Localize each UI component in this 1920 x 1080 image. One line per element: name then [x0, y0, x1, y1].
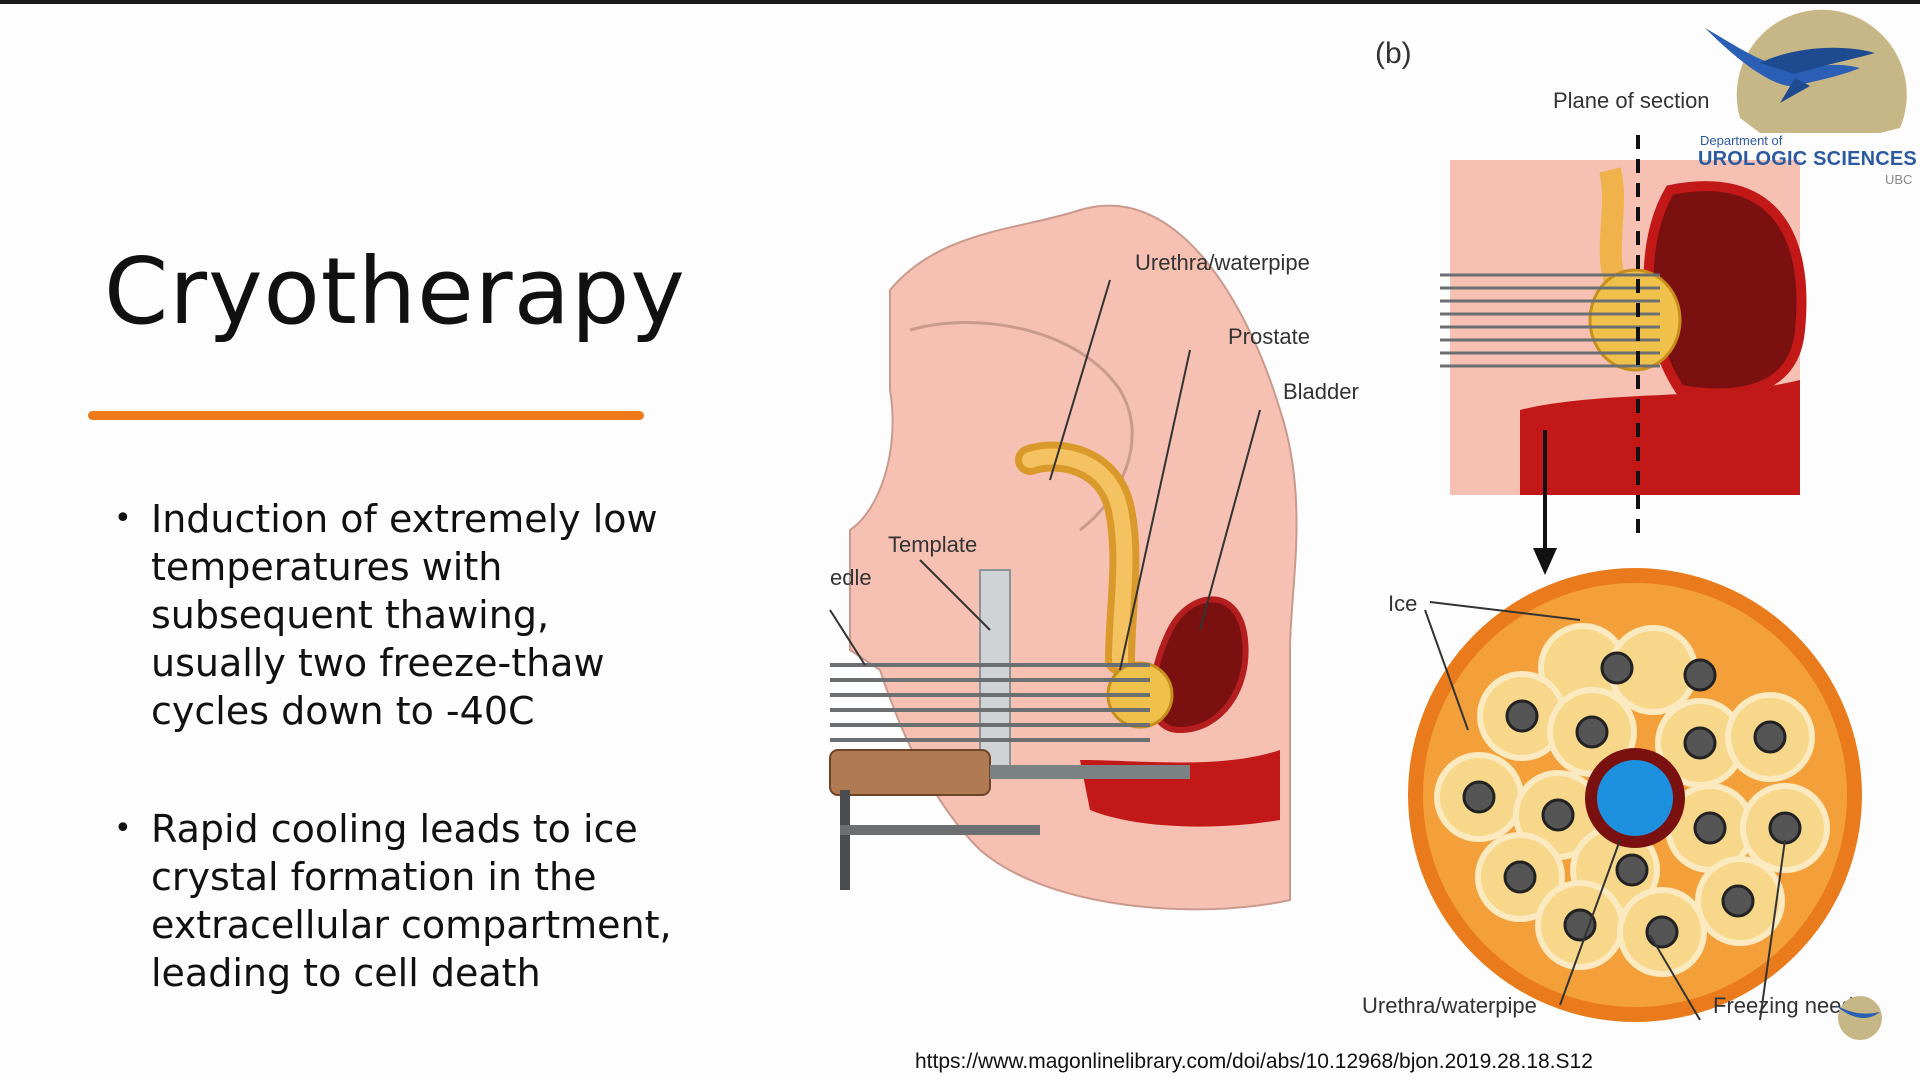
logo-department: Department of: [1700, 133, 1783, 148]
panel-label: (b): [1375, 37, 1412, 70]
logo-name: UROLOGIC SCIENCES: [1698, 148, 1917, 170]
label-urethra-top: Urethra/waterpipe: [1135, 250, 1310, 275]
cross-section-setup-illustration: [1440, 135, 1807, 575]
source-url: https://www.magonlinelibrary.com/doi/abs…: [915, 1050, 1593, 1073]
label-template: Template: [888, 532, 978, 557]
title-underline: [88, 411, 644, 420]
corner-logo-icon: [1835, 996, 1882, 1040]
top-border: [0, 0, 1920, 4]
ubc-urologic-sciences-logo-icon: [1705, 9, 1907, 134]
bullet-dot-icon: •: [114, 811, 132, 846]
label-bladder: Bladder: [1283, 379, 1359, 404]
bullet-item: • Rapid cooling leads to ice crystal for…: [112, 805, 692, 997]
logo-sub: UBC: [1885, 172, 1913, 187]
label-ice: Ice: [1388, 591, 1418, 616]
bullet-item: • Induction of extremely low temperature…: [112, 495, 692, 735]
bullet-text: Rapid cooling leads to ice crystal forma…: [151, 807, 672, 995]
label-needle: edle: [830, 565, 872, 590]
bullet-text: Induction of extremely low temperatures …: [151, 497, 658, 733]
slide-title: Cryotherapy: [104, 238, 686, 345]
label-plane-of-section: Plane of section: [1553, 88, 1710, 113]
cross-section-circle-illustration: [1408, 568, 1862, 1022]
bullet-dot-icon: •: [114, 501, 132, 536]
cryotherapy-diagram: [829, 135, 1862, 1022]
label-urethra-bottom: Urethra/waterpipe: [1362, 993, 1537, 1018]
bullet-list: • Induction of extremely low temperature…: [112, 495, 692, 1067]
label-prostate: Prostate: [1228, 324, 1310, 349]
sagittal-anatomy-illustration: [829, 204, 1298, 911]
